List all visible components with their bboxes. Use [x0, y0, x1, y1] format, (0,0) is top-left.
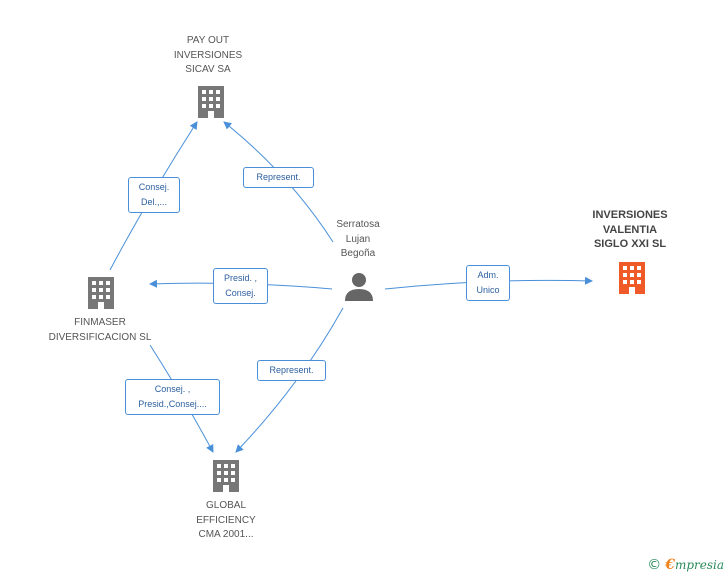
edge-label-finmaser-payout[interactable]: Consej. Del.,...: [128, 177, 180, 213]
building-icon[interactable]: [86, 275, 116, 314]
edge-label-person-payout[interactable]: Represent.: [243, 167, 314, 188]
building-icon-highlighted[interactable]: [617, 260, 647, 299]
brand-footer: ©€mpresia: [647, 557, 724, 573]
edge-label-person-global[interactable]: Represent.: [257, 360, 326, 381]
node-label-finmaser[interactable]: FINMASER DIVERSIFICACION SL: [48, 317, 152, 343]
person-icon[interactable]: [344, 271, 374, 306]
building-icon[interactable]: [196, 84, 226, 123]
edge-person-global: [235, 307, 344, 453]
node-label-valentia[interactable]: INVERSIONES VALENTIA SIGLO XXI SL: [592, 209, 668, 250]
copyright-icon: ©: [647, 557, 662, 573]
node-label-person[interactable]: Serratosa Lujan Begoña: [336, 219, 380, 259]
building-icon[interactable]: [211, 458, 241, 497]
brand-logo-text: mpresia: [674, 558, 724, 572]
edge-label-finmaser-global[interactable]: Consej. , Presid.,Consej....: [125, 379, 220, 415]
brand-logo-e: €: [665, 557, 675, 573]
edge-label-person-finmaser[interactable]: Presid. , Consej.: [213, 268, 268, 304]
node-label-global[interactable]: GLOBAL EFFICIENCY CMA 2001...: [196, 500, 256, 540]
edge-label-person-valentia[interactable]: Adm. Unico: [466, 265, 510, 301]
node-label-payout[interactable]: PAY OUT INVERSIONES SICAV SA: [173, 35, 243, 75]
